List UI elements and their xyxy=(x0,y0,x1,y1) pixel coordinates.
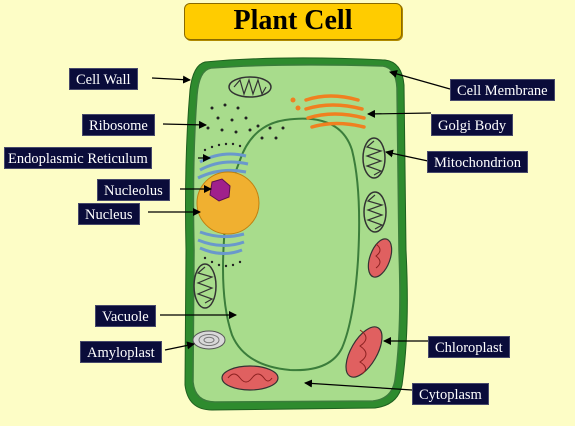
mitochondrion-top xyxy=(228,76,272,98)
ribosome-dots xyxy=(206,103,285,140)
pointer-arrows xyxy=(148,70,451,391)
arrow-cell-wall xyxy=(151,75,191,84)
chloroplast-right-top xyxy=(367,238,393,278)
label-chloroplast: Chloroplast xyxy=(428,336,510,358)
page-title: Plant Cell xyxy=(184,3,402,40)
chloroplast-right xyxy=(345,326,383,378)
arrow-cell-membrane xyxy=(389,70,451,90)
amyloplast xyxy=(192,330,226,350)
mitochondrion-right-1 xyxy=(362,137,386,179)
arrow-cytoplasm xyxy=(304,379,413,391)
golgi-body xyxy=(304,94,366,129)
er-ribosomes xyxy=(203,142,242,268)
mitochondrion-left xyxy=(193,263,217,309)
label-nucleolus: Nucleolus xyxy=(97,179,170,201)
nucleolus xyxy=(209,178,231,202)
arrow-ribosome xyxy=(162,120,207,129)
mitochondrion-right-2 xyxy=(363,191,387,233)
chloroplast-bottom xyxy=(221,365,279,391)
label-cell-wall: Cell Wall xyxy=(69,68,138,90)
arrow-amyloplast xyxy=(164,341,195,351)
label-ribosome: Ribosome xyxy=(82,114,155,136)
label-endoplasmic-reticulum: Endoplasmic Reticulum xyxy=(4,147,152,169)
label-golgi-body: Golgi Body xyxy=(431,114,514,136)
label-cell-membrane: Cell Membrane xyxy=(450,79,555,101)
label-amyloplast: Amyloplast xyxy=(80,341,162,363)
nucleus xyxy=(196,171,260,235)
label-mitochondrion: Mitochondrion xyxy=(427,151,528,173)
arrow-mitochondrion xyxy=(385,149,429,162)
label-cytoplasm: Cytoplasm xyxy=(412,383,489,405)
label-nucleus: Nucleus xyxy=(78,203,140,225)
golgi-vesicles xyxy=(290,97,301,111)
label-vacuole: Vacuole xyxy=(95,305,156,327)
arrow-golgi xyxy=(367,109,432,118)
